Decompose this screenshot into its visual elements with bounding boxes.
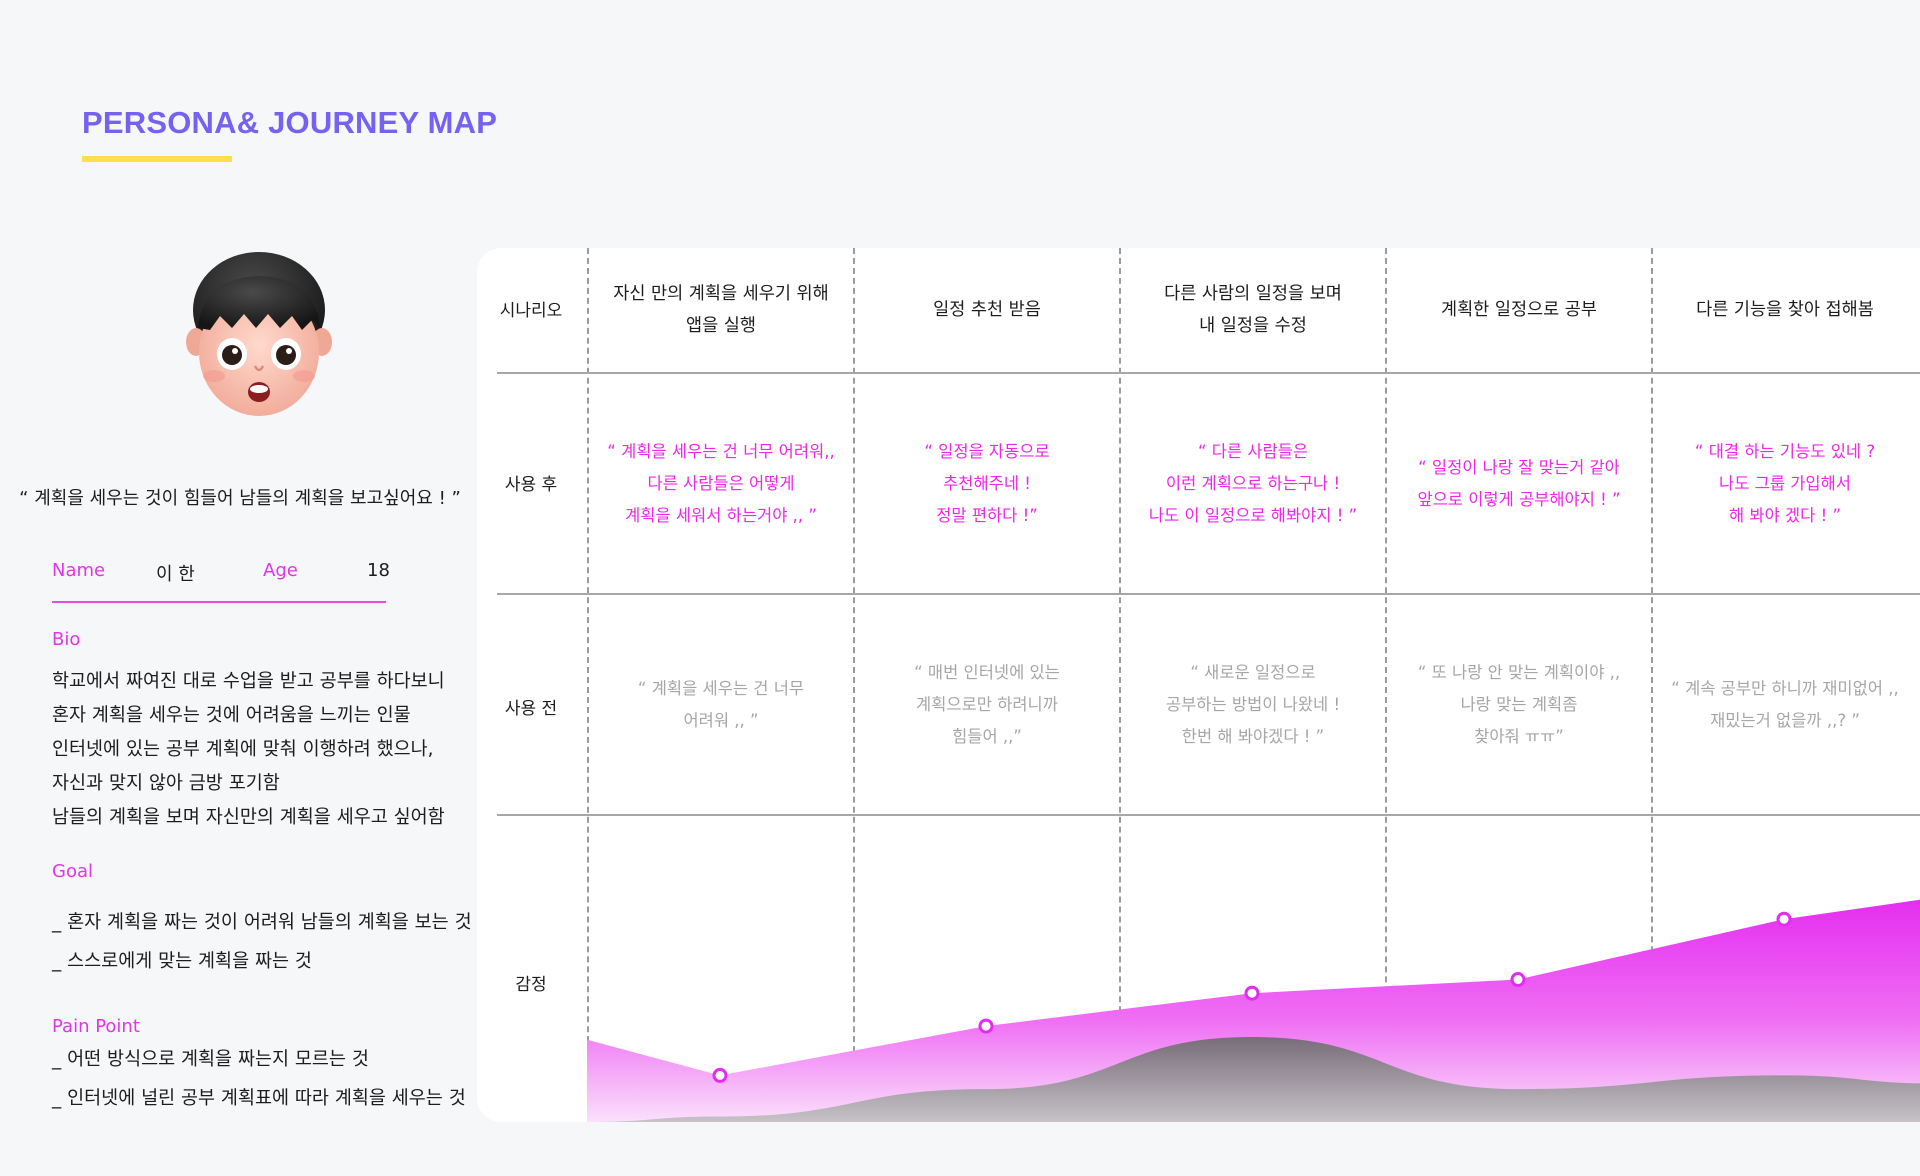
page-title: PERSONA& JOURNEY MAP: [82, 105, 498, 140]
emotion-point: [1510, 972, 1526, 988]
column-divider: [853, 248, 855, 1122]
row-label-scenario: 시나리오: [499, 301, 563, 321]
row-label-after: 사용 후: [504, 475, 558, 495]
scenario-cell: 자신 만의 계획을 세우기 위해 앱을 실행: [613, 284, 829, 336]
before-quote-cell: “ 계속 공부만 하니까 재미없어 ,, 재밌는거 없을까 ,,? ”: [1671, 678, 1899, 730]
goal-item: _ 혼자 계획을 짜는 것이 어려워 남들의 계획을 보는 것: [52, 912, 472, 933]
info-divider: [52, 601, 386, 603]
emotion-area-before: [587, 1037, 1920, 1122]
row-divider: [497, 372, 1920, 374]
name-value: 이 한: [156, 564, 195, 585]
emotion-point: [712, 1067, 728, 1083]
scenario-cell: 일정 추천 받음: [933, 300, 1041, 320]
goal-list: _ 혼자 계획을 짜는 것이 어려워 남들의 계획을 보는 것 _ 스스로에게 …: [52, 903, 472, 981]
bio-text: 학교에서 짜여진 대로 수업을 받고 공부를 하다보니 혼자 계획을 세우는 것…: [52, 665, 445, 835]
after-quote-cell: “ 일정이 나랑 잘 맞는거 같아 앞으로 이렇게 공부해야지 ! ”: [1417, 457, 1621, 509]
row-label-emotion: 감정: [515, 975, 547, 995]
row-divider: [497, 814, 1920, 816]
column-divider: [1651, 248, 1653, 1122]
goal-item: _ 스스로에게 맞는 계획을 짜는 것: [52, 951, 312, 972]
emotion-area-after: [587, 899, 1920, 1122]
scenario-cell: 다른 기능을 찾아 접해봄: [1696, 300, 1874, 320]
journey-map-panel: 시나리오 사용 후 사용 전 감정 자신 만의 계획을 세우기 위해 앱을 실행…: [477, 248, 1920, 1122]
emotion-point: [978, 1018, 994, 1034]
column-divider: [587, 248, 589, 1122]
age-label: Age: [263, 560, 298, 581]
before-quote-cell: “ 또 나랑 안 맞는 계획이야 ,, 나랑 맞는 계획좀 찾아줘 ㅠㅠ”: [1417, 662, 1621, 746]
pain-point-label: Pain Point: [52, 1016, 140, 1037]
column-divider: [1385, 248, 1387, 1122]
age-value: 18: [367, 560, 390, 581]
emotion-point: [1776, 911, 1792, 927]
before-quote-cell: “ 새로운 일정으로 공부하는 방법이 나왔네 ! 한번 해 봐야겠다 ! ”: [1165, 662, 1341, 746]
after-quote-cell: “ 다른 사람들은 이런 계획으로 하는구나 ! 나도 이 일정으로 해봐야지 …: [1148, 441, 1358, 525]
scenario-cell: 계획한 일정으로 공부: [1440, 300, 1598, 320]
title-underline: [82, 156, 232, 162]
bio-line: 학교에서 짜여진 대로 수업을 받고 공부를 하다보니: [52, 671, 445, 692]
bio-line: 혼자 계획을 세우는 것에 어려움을 느끼는 인물: [52, 705, 411, 726]
before-quote-cell: “ 계획을 세우는 건 너무 어려워 ,, ”: [637, 678, 805, 730]
row-divider: [497, 593, 1920, 595]
pain-point-item: _ 인터넷에 널린 공부 계획표에 따라 계획을 세우는 것: [52, 1088, 466, 1109]
after-quote-cell: “ 계획을 세우는 건 너무 어려워,, 다른 사람들은 어떻게 계획을 세워서…: [607, 441, 835, 525]
bio-label: Bio: [52, 629, 81, 650]
pain-point-list: _ 어떤 방식으로 계획을 짜는지 모르는 것 _ 인터넷에 널린 공부 계획표…: [52, 1040, 466, 1118]
after-quote-cell: “ 대결 하는 기능도 있네 ? 나도 그룹 가입해서 해 봐야 겠다 ! ”: [1694, 441, 1876, 525]
goal-label: Goal: [52, 861, 93, 882]
bio-line: 남들의 계획을 보며 자신만의 계획을 세우고 싶어함: [52, 807, 445, 828]
scenario-cell: 다른 사람의 일정을 보며 내 일정을 수정: [1164, 284, 1342, 336]
row-label-before: 사용 전: [504, 699, 558, 719]
column-divider: [1119, 248, 1121, 1122]
after-quote-cell: “ 일정을 자동으로 추천해주네 ! 정말 편하다 !”: [924, 441, 1050, 525]
bio-line: 인터넷에 있는 공부 계획에 맞춰 이행하려 했으나,: [52, 739, 434, 760]
persona-quote: “ 계획을 세우는 것이 힘들어 남들의 계획을 보고싶어요 ! ”: [19, 488, 461, 509]
emotion-point: [1244, 985, 1260, 1001]
emotion-curve-chart: [587, 899, 1920, 1122]
before-quote-cell: “ 매번 인터넷에 있는 계획으로만 하려니까 힘들어 ,,”: [914, 662, 1060, 746]
name-label: Name: [52, 560, 106, 581]
pain-point-item: _ 어떤 방식으로 계획을 짜는지 모르는 것: [52, 1049, 369, 1070]
memoji-avatar-icon: [186, 252, 332, 416]
bio-line: 자신과 맞지 않아 금방 포기함: [52, 773, 280, 794]
